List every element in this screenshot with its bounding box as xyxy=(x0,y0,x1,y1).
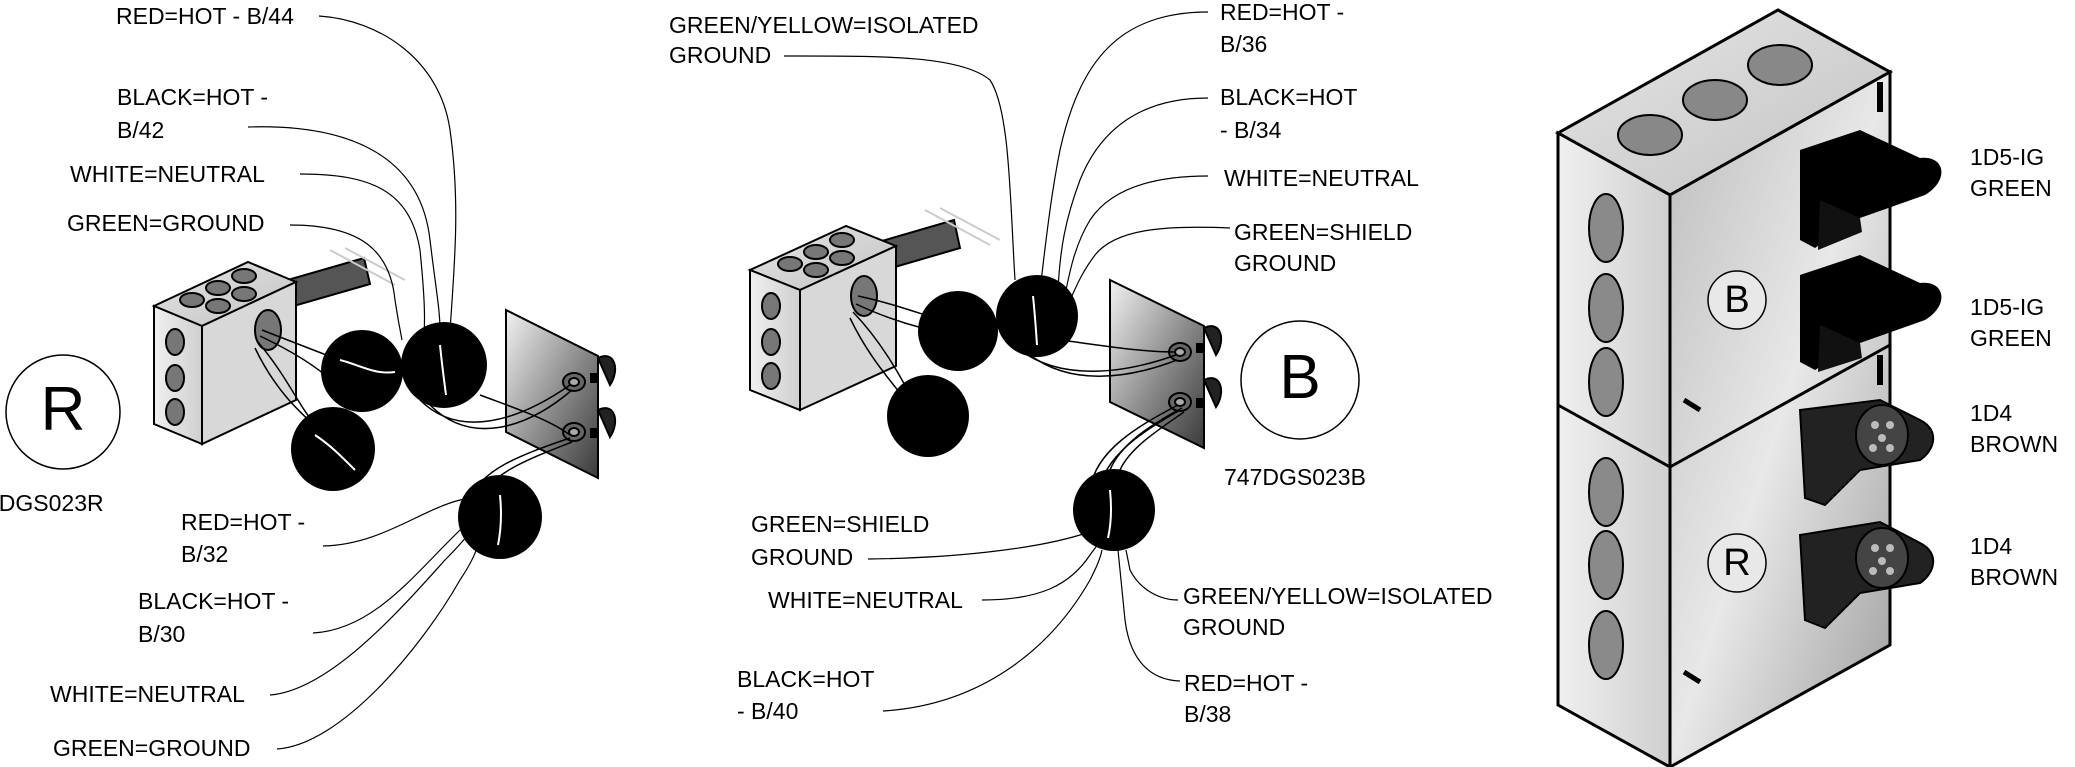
middle-label-shield-bottom-line1: GREEN=SHIELD xyxy=(751,511,930,537)
middle-label-white-bottom: WHITE=NEUTRAL xyxy=(768,587,963,613)
lower-box-letter: R xyxy=(1723,542,1751,584)
right-assembly xyxy=(1554,8,1942,767)
middle-label-white-top: WHITE=NEUTRAL xyxy=(1224,165,1419,191)
upper-box-marker xyxy=(1707,270,1767,330)
stacked-box-left xyxy=(1556,130,1672,767)
receptacle-1 xyxy=(1800,130,1942,250)
left-junction-box xyxy=(151,260,299,446)
left-part-number: 7DGS023R xyxy=(0,490,104,516)
receptacle-2-color: GREEN xyxy=(1970,325,2052,351)
receptacle-1-code: 1D5-IG xyxy=(1970,144,2045,170)
middle-label-gy-top-line1: GREEN/YELLOW=ISOLATED xyxy=(669,12,979,38)
left-reference-marker xyxy=(5,354,121,470)
receptacle-2-code: 1D5-IG xyxy=(1970,294,2045,320)
left-mounting-plate xyxy=(505,308,599,480)
middle-junction-box xyxy=(747,224,899,412)
middle-label-black-bottom-line1: BLACK=HOT xyxy=(737,666,875,692)
left-wire-bundle-1 xyxy=(321,330,403,412)
left-label-green-top: GREEN=GROUND xyxy=(67,210,265,236)
middle-label-gy-bottom-line1: GREEN/YELLOW=ISOLATED xyxy=(1183,583,1493,609)
middle-label-red-top-line2: B/36 xyxy=(1220,31,1268,57)
middle-assembly xyxy=(747,11,1360,712)
middle-label-red-bottom-line2: B/38 xyxy=(1184,701,1232,727)
left-assembly xyxy=(5,15,617,750)
receptacle-1-color: GREEN xyxy=(1970,175,2052,201)
receptacle-4-code: 1D4 xyxy=(1970,533,2013,559)
left-wire-bundle-2 xyxy=(401,322,487,408)
left-label-green-bottom: GREEN=GROUND xyxy=(53,735,251,761)
middle-label-black-top-line1: BLACK=HOT xyxy=(1220,84,1358,110)
lower-box-marker xyxy=(1707,533,1767,593)
receptacle-3 xyxy=(1798,398,1935,507)
left-label-black-top-line1: BLACK=HOT - xyxy=(117,84,269,110)
upper-box-letter: B xyxy=(1724,279,1750,321)
middle-label-shield-top-line1: GREEN=SHIELD xyxy=(1234,219,1413,245)
middle-label-red-bottom-line1: RED=HOT - xyxy=(1184,670,1309,696)
left-label-black-top-line2: B/42 xyxy=(117,117,165,143)
middle-marker-letter: B xyxy=(1279,343,1321,412)
middle-label-gy-top-line2: GROUND xyxy=(669,42,772,68)
left-marker-letter: R xyxy=(40,375,86,444)
middle-label-black-top-line2: - B/34 xyxy=(1220,117,1282,143)
middle-label-gy-bottom-line2: GROUND xyxy=(1183,614,1286,640)
middle-label-shield-bottom-line2: GROUND xyxy=(751,544,854,570)
left-label-white-bottom: WHITE=NEUTRAL xyxy=(50,681,245,707)
receptacle-3-color: BROWN xyxy=(1970,431,2059,457)
left-label-white-top: WHITE=NEUTRAL xyxy=(70,161,265,187)
receptacle-4 xyxy=(1798,520,1935,630)
left-label-red-bottom-line1: RED=HOT - xyxy=(181,509,306,535)
left-label-red-bottom-line2: B/32 xyxy=(181,541,229,567)
left-label-black-bottom-line2: B/30 xyxy=(138,621,186,647)
middle-wire-bundle-3 xyxy=(887,375,969,457)
middle-label-red-top-line1: RED=HOT - xyxy=(1220,0,1345,25)
middle-reference-marker xyxy=(1240,320,1360,440)
receptacle-3-code: 1D4 xyxy=(1970,400,2013,426)
middle-label-shield-top-line2: GROUND xyxy=(1234,250,1337,276)
middle-wire-bundle-2 xyxy=(996,275,1078,357)
receptacle-2 xyxy=(1800,255,1942,372)
left-label-black-bottom-line1: BLACK=HOT - xyxy=(138,588,290,614)
middle-wire-bundle-1 xyxy=(918,291,998,371)
left-label-red-top: RED=HOT - B/44 xyxy=(116,3,294,29)
receptacle-4-color: BROWN xyxy=(1970,564,2059,590)
middle-wire-bundle-4 xyxy=(1073,469,1155,551)
middle-part-number: 747DGS023B xyxy=(1224,464,1366,490)
middle-label-black-bottom-line2: - B/40 xyxy=(737,698,799,724)
